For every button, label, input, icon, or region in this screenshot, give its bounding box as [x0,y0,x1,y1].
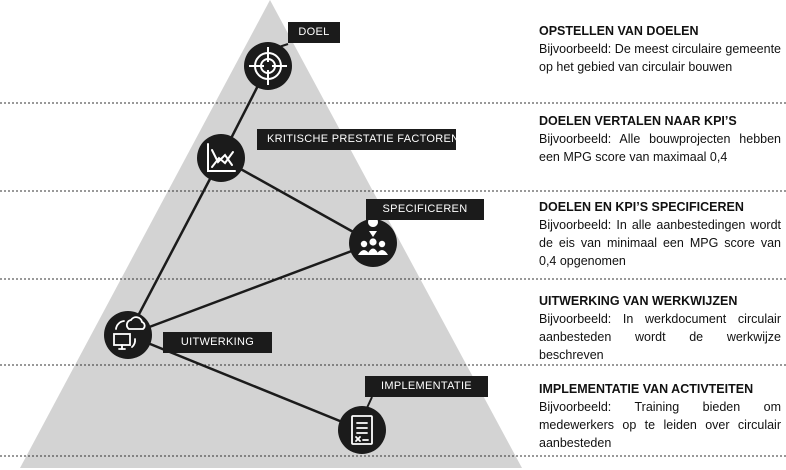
tag-kritische-prestatie-factoren: KRITISCHE PRESTATIE FACTOREN [257,129,459,150]
connector-kpf-spec [220,156,374,245]
description-text: Bijvoorbeeld: De meest circulaire gemeen… [539,42,781,74]
description-implementatie: IMPLEMENTATIE VAN ACTIVTEITEN Bijvoorbee… [539,380,781,452]
description-heading: IMPLEMENTATIE VAN ACTIVTEITEN [539,382,754,396]
tag-doel: DOEL [288,22,340,43]
description-heading: OPSTELLEN VAN DOELEN [539,24,699,38]
node-doel [244,42,292,90]
description-uitwerking: UITWERKING VAN WERKWIJZEN Bijvoorbeeld: … [539,292,781,364]
node-kritische-prestatie-factoren [197,134,245,182]
chart-icon [207,143,236,172]
connector-kpf-uitwerking [126,157,223,336]
people-pin-icon [358,217,388,255]
target-icon [249,47,287,85]
document-icon [351,415,373,445]
description-text: Bijvoorbeeld: Training bieden om medewer… [539,400,781,450]
connector-spec-uitwerking [127,241,374,337]
cloud-computer-icon [113,316,146,350]
connector-lines [126,65,374,432]
tag-implementatie: IMPLEMENTATIE [365,376,488,397]
description-heading: DOELEN VERTALEN NAAR KPI’S [539,114,737,128]
node-specificeren [349,217,397,267]
description-heading: UITWERKING VAN WERKWIJZEN [539,294,738,308]
description-heading: DOELEN EN KPI’S SPECIFICEREN [539,200,744,214]
description-doel: OPSTELLEN VAN DOELEN Bijvoorbeeld: De me… [539,22,781,76]
node-uitwerking [104,311,152,359]
node-implementatie [338,406,386,454]
description-text: Bijvoorbeeld: In alle aanbestedingen wor… [539,218,781,268]
tag-specificeren: SPECIFICEREN [366,199,484,220]
dividers [0,102,786,457]
description-text: Bijvoorbeeld: Alle bouwprojecten hebben … [539,132,781,164]
description-kpi: DOELEN VERTALEN NAAR KPI’S Bijvoorbeeld:… [539,112,781,166]
description-text: Bijvoorbeeld: In werkdocument circulair … [539,312,781,362]
tag-uitwerking: UITWERKING [163,332,272,353]
description-specificeren: DOELEN EN KPI’S SPECIFICEREN Bijvoorbeel… [539,198,781,270]
